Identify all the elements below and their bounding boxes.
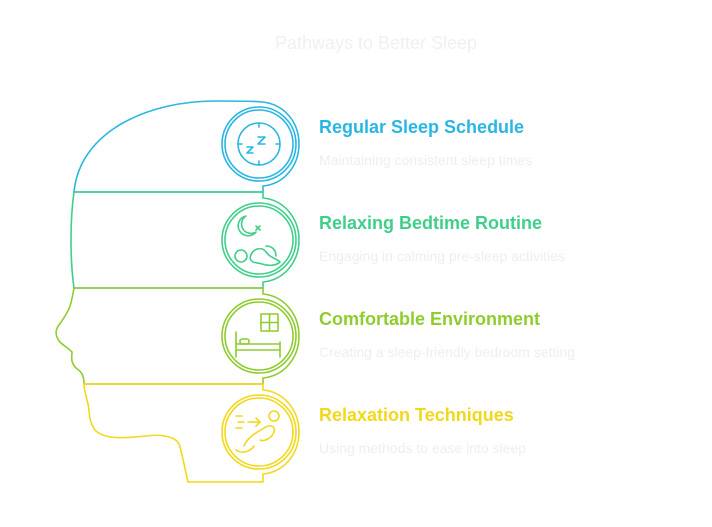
head-section-techniques <box>83 383 300 483</box>
step-description: Maintaining consistent sleep times <box>319 152 533 168</box>
breathing-relax-icon <box>221 394 297 470</box>
step-description: Creating a sleep-friendly bedroom settin… <box>319 344 576 360</box>
head-section-routine <box>70 191 300 289</box>
moon-relax-icon <box>221 202 297 278</box>
bedroom-icon <box>221 298 297 374</box>
head-section-schedule <box>73 100 300 193</box>
head-section-environment <box>55 287 300 385</box>
step-relaxing-bedtime-routine: Relaxing Bedtime Routine Engaging in cal… <box>319 213 565 264</box>
step-comfortable-environment: Comfortable Environment Creating a sleep… <box>319 309 575 360</box>
step-title: Relaxation Techniques <box>319 405 514 425</box>
step-description: Engaging in calming pre-sleep activities <box>319 248 565 264</box>
step-description: Using methods to ease into sleep <box>319 440 527 456</box>
step-relaxation-techniques: Relaxation Techniques Using methods to e… <box>319 405 526 456</box>
step-title: Comfortable Environment <box>319 309 541 329</box>
page-title: Pathways to Better Sleep <box>274 33 478 53</box>
step-title: Relaxing Bedtime Routine <box>319 213 543 233</box>
step-regular-sleep-schedule: Regular Sleep Schedule Maintaining consi… <box>319 117 532 168</box>
clock-sleep-icon <box>221 106 297 182</box>
step-title: Regular Sleep Schedule <box>319 117 525 137</box>
